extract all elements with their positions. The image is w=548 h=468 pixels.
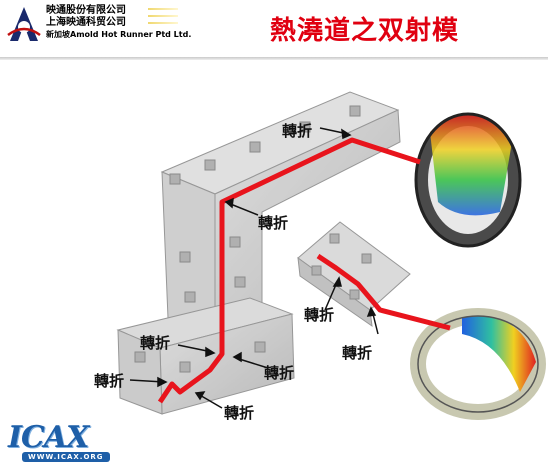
annotation-arrows bbox=[129, 127, 379, 409]
upper-mold-cavity bbox=[414, 112, 522, 248]
runner-path bbox=[157, 137, 451, 404]
company-logo-icon bbox=[7, 7, 41, 41]
page-title: 熱澆道之双射模 bbox=[270, 16, 460, 46]
company-name-3: 新加坡Amold Hot Runner Ptd Ltd. bbox=[46, 30, 192, 39]
lower-mold-cavity bbox=[410, 308, 546, 420]
turn-label-8: 轉折 bbox=[224, 404, 255, 422]
brand-logo: ICAX bbox=[8, 420, 89, 455]
turn-label-5: 轉折 bbox=[140, 334, 171, 352]
company-names: 映通股份有限公司 上海映通科贸公司 新加坡Amold Hot Runner Pt… bbox=[46, 5, 191, 41]
company-name-1: 映通股份有限公司 bbox=[46, 5, 126, 16]
secondary-manifold-block bbox=[297, 221, 411, 328]
header-divider bbox=[0, 57, 548, 60]
header: 映通股份有限公司 上海映通科贸公司 新加坡Amold Hot Runner Pt… bbox=[0, 0, 548, 60]
brand-url: WWW.ICAX.ORG bbox=[22, 452, 110, 462]
turn-label-4: 轉折 bbox=[342, 344, 373, 362]
turn-label-7: 轉折 bbox=[94, 372, 125, 390]
hot-runner-diagram bbox=[116, 91, 546, 420]
company-name-2: 上海映通科贸公司 bbox=[46, 17, 126, 28]
turn-label-2: 轉折 bbox=[258, 214, 289, 232]
turn-label-1: 轉折 bbox=[282, 122, 313, 140]
decorative-lines bbox=[148, 8, 178, 30]
main-manifold-block bbox=[116, 91, 401, 415]
turn-label-6: 轉折 bbox=[264, 364, 295, 382]
turn-label-3: 轉折 bbox=[304, 306, 335, 324]
